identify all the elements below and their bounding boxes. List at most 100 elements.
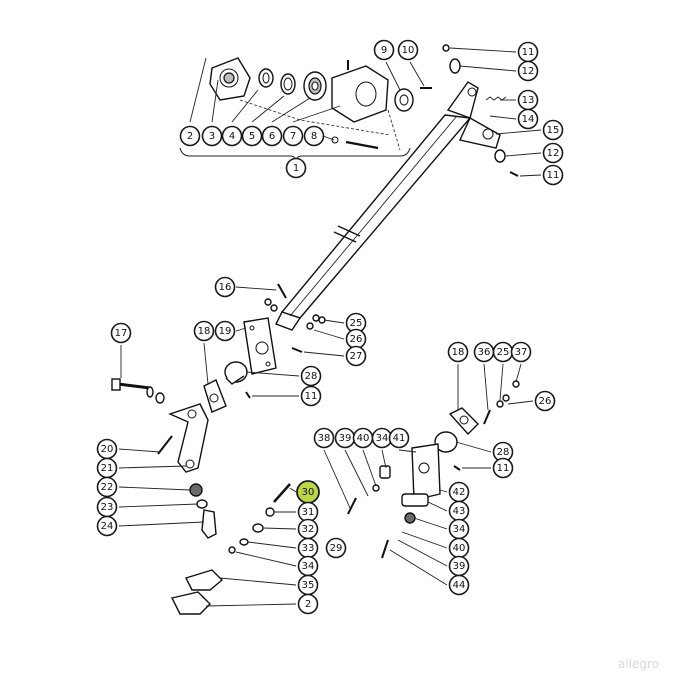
callout-circle [285,157,307,179]
leader-line-c36 [483,363,489,411]
callout-number: 34 [376,433,389,444]
callout-number: 31 [302,507,315,518]
leader-line-c44 [389,549,448,586]
callout-number: 18 [452,347,465,358]
callout-number: 9 [381,45,387,56]
callout-circle [373,39,395,61]
washer-33 [239,538,249,546]
leader-line-c34c [235,551,297,567]
bushing-9 [394,88,414,112]
callout-circle [282,125,304,147]
leader-line-c16 [235,286,277,291]
callout-circle [261,125,283,147]
callout-circle [388,427,410,449]
callout-number: 30 [302,487,315,498]
leader-line-c39b [397,539,448,567]
callout-22: 22 [96,476,118,498]
bolt-11-midright [453,465,461,471]
callout-9: 9 [373,39,395,61]
pin-20 [157,435,173,455]
callout-15: 15 [542,119,564,141]
callout-circle [542,164,564,186]
callout-14: 14 [517,108,539,130]
flange-plate [209,57,251,101]
lever-arm-21 [168,403,209,473]
lever-bracket-18-right [448,407,479,436]
leader-line-c38 [323,449,351,509]
callout-38: 38 [313,427,335,449]
leader-line-c10 [409,61,425,87]
callout-number: 13 [522,95,535,106]
callout-19: 19 [214,320,236,342]
leader-line-c22 [118,486,191,491]
callout-30-highlighted: 30 [296,480,320,504]
small-bolt-11-top [442,44,450,52]
callout-number: 10 [402,45,415,56]
washer-set-left [146,386,165,404]
callout-34: 34 [448,518,470,540]
callout-number: 11 [522,47,535,58]
callout-number: 7 [290,131,296,142]
callout-number: 12 [547,148,560,159]
leader-line-c18a [203,342,209,385]
callout-number: 39 [339,433,352,444]
callout-number: 36 [478,347,491,358]
leader-line-c6 [271,97,311,123]
leader-line-c41 [398,449,417,453]
callout-number: 6 [269,131,275,142]
bracket-plate-19 [243,317,277,375]
callout-11: 11 [300,385,322,407]
leader-line-c27 [303,351,345,357]
leader-line-c39a [344,449,369,497]
callout-number: 21 [101,463,114,474]
bearing-housing-7 [331,60,389,123]
callout-number: 19 [219,326,232,337]
callout-circle [542,142,564,164]
ring-part-5 [280,73,296,95]
callout-number: 42 [453,487,466,498]
callout-31: 31 [297,501,319,523]
callout-24: 24 [96,515,118,537]
callout-number: 34 [302,561,315,572]
callout-number: 25 [497,347,510,358]
callout-26: 26 [345,328,367,350]
callout-number: 26 [350,334,363,345]
ball-joint-28-left [224,361,248,385]
leader-line-c12a [459,65,517,72]
washer-23 [196,499,208,509]
leader-line-c23 [118,503,199,508]
callout-43: 43 [448,500,470,522]
leader-line-c34b [413,517,448,530]
callout-number: 33 [302,543,315,554]
callout-number: 40 [453,543,466,554]
callout-34: 34 [371,427,393,449]
leader-line-c15 [495,129,542,135]
leader-line-c43 [427,501,448,512]
plate-41 [411,443,441,501]
callout-18: 18 [193,320,215,342]
leader-line-c35 [219,577,297,586]
callout-circle [534,390,556,412]
leader-line-c19 [235,327,247,332]
leader-line-c9 [385,61,401,91]
callout-circle [542,119,564,141]
small-bolt-11-right [509,171,519,177]
bolt-44 [381,539,389,559]
leader-line-c2b [205,603,297,607]
callout-23: 23 [96,496,118,518]
bolt-16 [264,283,287,312]
leader-line-c25b [499,363,504,401]
callout-number: 18 [198,326,211,337]
callout-40: 40 [352,427,374,449]
callout-17: 17 [110,322,132,344]
callout-28: 28 [492,441,514,463]
callout-number: 35 [302,580,315,591]
callout-2: 2 [179,125,201,147]
leader-line-c20 [118,448,161,453]
callout-number: 39 [453,561,466,572]
callout-number: 34 [453,524,466,535]
main-shaft [275,114,472,331]
